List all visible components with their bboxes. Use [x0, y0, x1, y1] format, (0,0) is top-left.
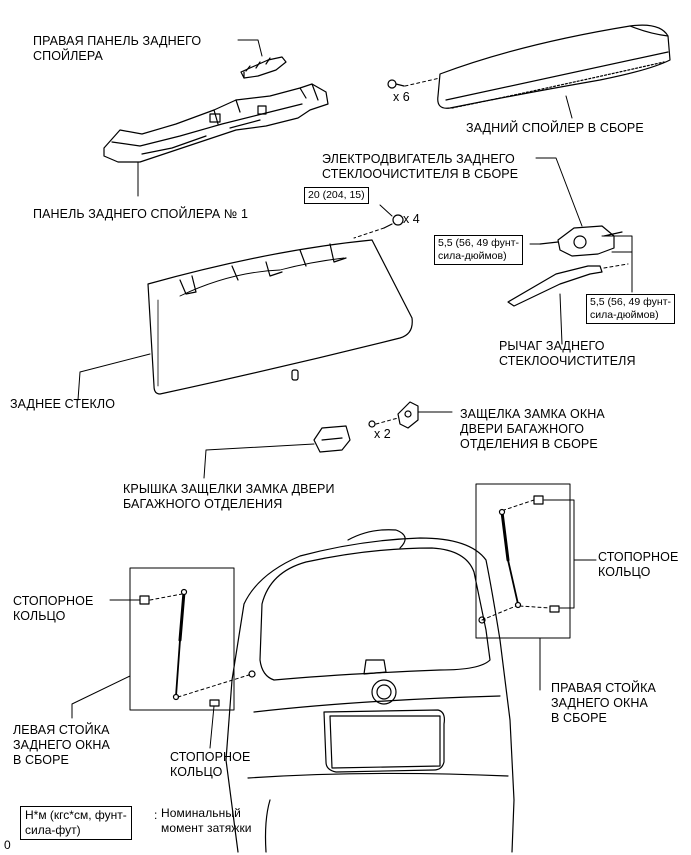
label-latch-cover: КРЫШКА ЗАЩЕЛКИ ЗАМКА ДВЕРИ БАГАЖНОГО ОТД… [123, 482, 335, 511]
legend-separator: : [154, 808, 158, 822]
leader-rear-glass [77, 353, 151, 401]
rear-glass-part [147, 239, 413, 395]
leader-rear-spoiler [565, 95, 573, 119]
wiper-arm-dash [603, 263, 629, 269]
spoiler-screw-dash [404, 77, 441, 87]
left-stay-part [172, 588, 188, 701]
leader-stop-ring-left-bottom [209, 705, 215, 749]
leader-right-spoiler-panel [237, 39, 263, 57]
torque-box-glass-bolts: 20 (204, 15) [304, 187, 369, 204]
multiplier-spoiler-screws: x 6 [393, 90, 410, 104]
torque-box-leader [379, 204, 393, 217]
latch-bolt [368, 420, 376, 428]
window-lock-latch-part [397, 401, 419, 429]
leader-wiper-motor [535, 157, 583, 227]
legend-units-box: Н*м (кгс*см, фунт- сила-фут) [20, 806, 132, 840]
label-right-spoiler-panel: ПРАВАЯ ПАНЕЛЬ ЗАДНЕГО СПОЙЛЕРА [33, 34, 202, 63]
wiper-arm-part [507, 265, 603, 307]
right-spoiler-panel-part [240, 56, 287, 79]
left-ring-dash-top [149, 593, 183, 601]
left-stay-box [129, 567, 235, 711]
label-rear-spoiler-assy: ЗАДНИЙ СПОЙЛЕР В СБОРЕ [466, 121, 644, 135]
left-stop-ring-top [139, 595, 150, 605]
right-stay-box [475, 483, 571, 639]
spoiler-screw [387, 79, 405, 89]
right-stop-ring-bottom [549, 605, 560, 613]
label-stop-ring-right: СТОПОРНОЕ КОЛЬЦО [598, 550, 679, 579]
right-ring-dash-top [503, 499, 535, 511]
right-stop-ring-top [533, 495, 544, 505]
leader-latch-cover [203, 443, 315, 479]
label-stop-ring-left-bottom: СТОПОРНОЕ КОЛЬЦО [170, 750, 251, 779]
right-ring-dash-bottom [519, 605, 551, 609]
torque-leader-motor-2 [601, 235, 633, 253]
spoiler-panel-no1-part [103, 83, 329, 163]
legend-description: Номинальный момент затяжки [161, 806, 252, 835]
back-door-part [225, 529, 515, 853]
right-stay-part [498, 508, 522, 609]
left-ring-dash-bottom [177, 673, 253, 698]
label-stop-ring-left-top: СТОПОРНОЕ КОЛЬЦО [13, 594, 94, 623]
rear-spoiler-part [437, 24, 671, 109]
wiper-motor-part [539, 225, 623, 257]
latch-cover-part [313, 425, 351, 453]
torque-box-wiper-motor: 5,5 (56, 49 фунт- сила-дюймов) [434, 235, 523, 265]
label-left-stay: ЛЕВАЯ СТОЙКА ЗАДНЕГО ОКНА В СБОРЕ [13, 723, 110, 767]
glass-bolt [383, 214, 404, 229]
footer-code: 0 [4, 838, 11, 852]
right-stay-dash-door [481, 605, 517, 621]
label-rear-wiper-motor: ЭЛЕКТРОДВИГАТЕЛЬ ЗАДНЕГО СТЕКЛООЧИСТИТЕЛ… [322, 152, 519, 181]
multiplier-latch-bolts: x 2 [374, 427, 391, 441]
multiplier-glass-bolts: x 4 [403, 212, 420, 226]
left-stop-ring-bottom [209, 699, 220, 707]
latch-bolt-dash [375, 417, 399, 425]
torque-box-wiper-arm: 5,5 (56, 49 фунт- сила-дюймов) [586, 294, 675, 324]
label-window-lock-latch: ЗАЩЕЛКА ЗАМКА ОКНА ДВЕРИ БАГАЖНОГО ОТДЕЛ… [460, 407, 605, 451]
label-rear-glass: ЗАДНЕЕ СТЕКЛО [10, 397, 116, 411]
glass-bolt-dash [353, 227, 385, 239]
label-rear-wiper-arm: РЫЧАГ ЗАДНЕГО СТЕКЛООЧИСТИТЕЛЯ [499, 339, 636, 368]
label-spoiler-panel-no1: ПАНЕЛЬ ЗАДНЕГО СПОЙЛЕРА № 1 [33, 207, 249, 221]
leader-left-stay [71, 675, 131, 719]
leader-wiper-arm [559, 293, 563, 345]
leader-stop-ring-right [543, 499, 575, 609]
label-right-stay: ПРАВАЯ СТОЙКА ЗАДНЕГО ОКНА В СБОРЕ [551, 681, 656, 725]
